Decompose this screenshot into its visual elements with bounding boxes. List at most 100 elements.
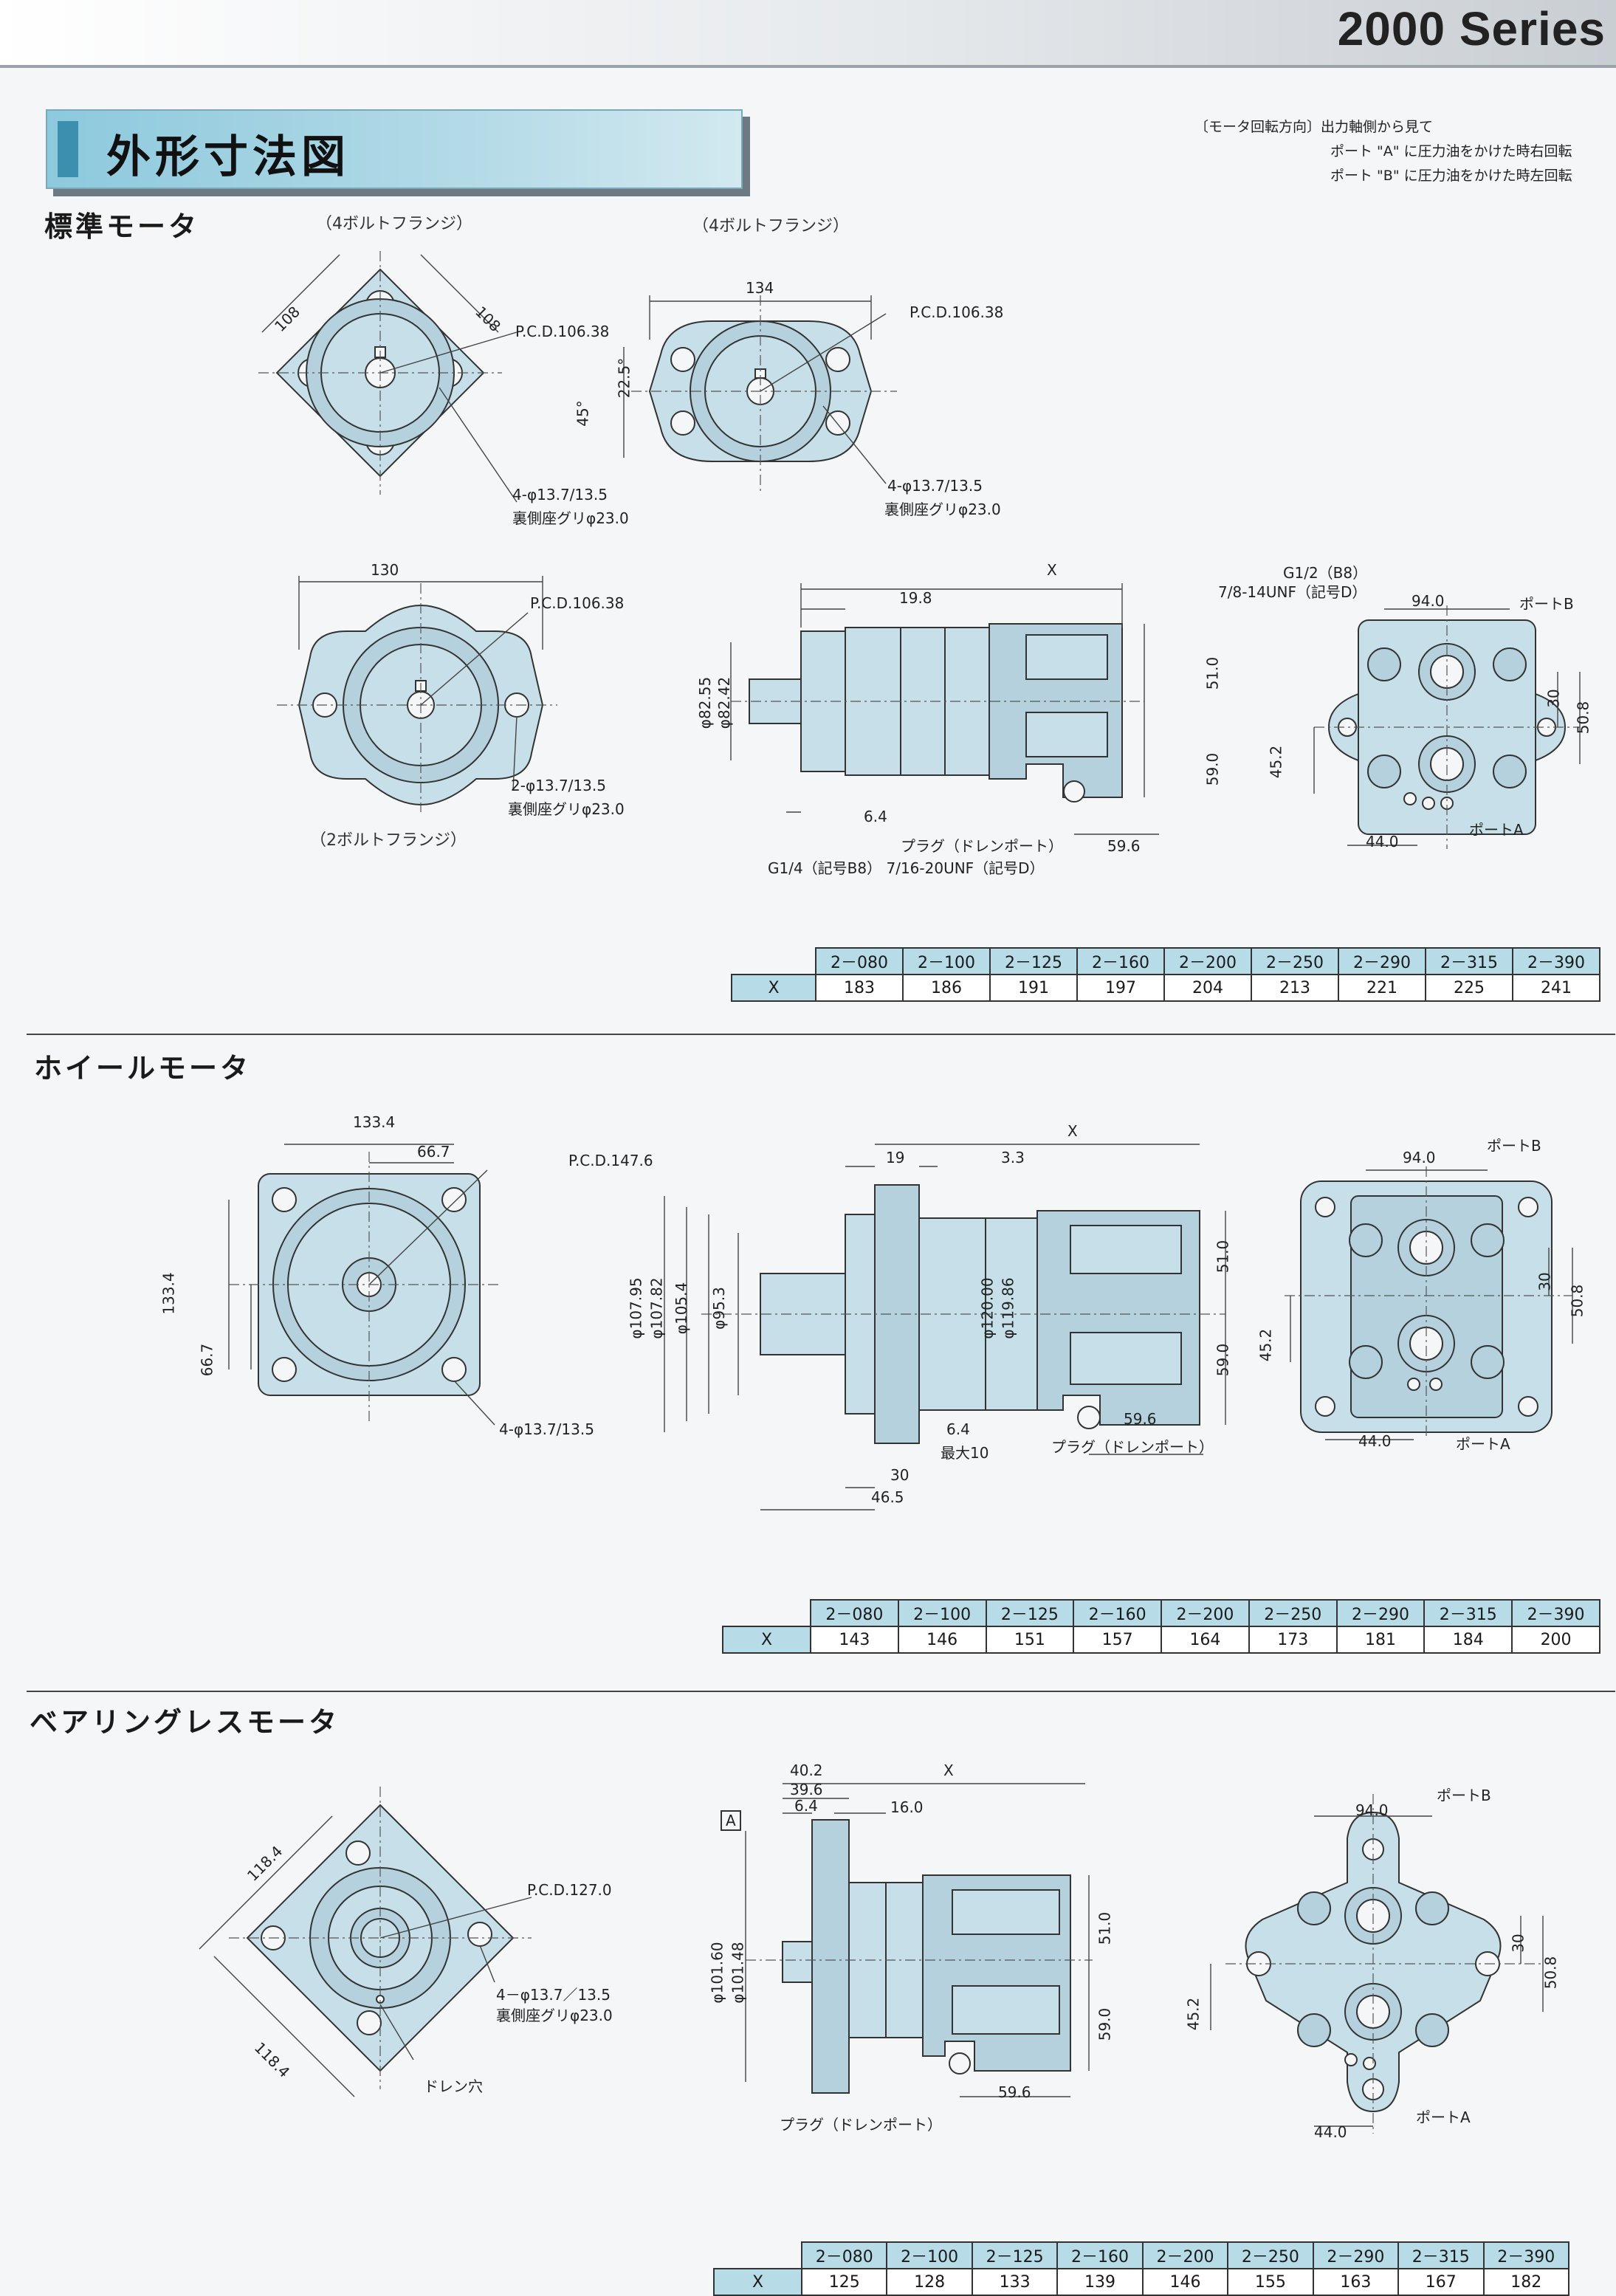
standard-rear-d440: 44.0 [1366, 833, 1399, 850]
x-value-cell: 186 [902, 974, 991, 1002]
x-value-cell: 213 [1251, 974, 1339, 1002]
standard-rear-d940: 94.0 [1412, 592, 1445, 610]
standard-side-d8242: φ82.42 [715, 676, 734, 729]
standard-section-title: 標準モータ [44, 210, 200, 243]
x-value-cell: 167 [1397, 2268, 1485, 2296]
x-value-cell: 163 [1312, 2268, 1400, 2296]
model-cell: 2－100 [886, 2241, 973, 2269]
wheel-front-holes: 4-φ13.7/13.5 [499, 1420, 594, 1438]
standard-dim-134: 134 [746, 279, 774, 297]
wheel-side-d596: 59.6 [1124, 1410, 1157, 1428]
x-value-cell: 173 [1248, 1626, 1338, 1654]
bearingless-front-holes: 4－φ13.7／13.5 [496, 1986, 611, 2004]
bearingless-rear-d508: 50.8 [1541, 1956, 1560, 1990]
wheel-side-view-drawing [664, 1144, 1226, 1510]
x-label-cell: X [731, 974, 816, 1002]
standard-rear-g12: G1/2（B8） [1283, 564, 1368, 582]
standard-flange2-caption: （2ボルトフランジ） [310, 831, 467, 850]
x-label-cell: X [722, 1626, 811, 1654]
bearingless-section-title: ベアリングレスモータ [30, 1706, 340, 1739]
standard-holes2: 2-φ13.7/13.5 [511, 777, 606, 794]
standard-angle-45: 45° [574, 400, 592, 427]
wheel-side-d19: 19 [886, 1149, 905, 1166]
x-value-cell: 125 [800, 2268, 888, 2296]
model-cell: 2－125 [985, 1599, 1075, 1627]
x-value-cell: 155 [1227, 2268, 1314, 2296]
standard-angle-225: 22.5° [615, 357, 633, 399]
x-value-cell: 146 [1141, 2268, 1229, 2296]
standard-diamond-flange-drawing [258, 251, 518, 503]
wheel-rear-porta: ポートA [1456, 1435, 1510, 1453]
bearingless-side-d590: 59.0 [1096, 2007, 1114, 2041]
x-value-cell: 241 [1512, 974, 1600, 1002]
standard-rear-portb: ポートB [1519, 595, 1574, 613]
bearingless-rear-view-drawing [1210, 1794, 1544, 2134]
x-value-cell: 133 [971, 2268, 1059, 2296]
bearingless-side-d596: 59.6 [998, 2083, 1031, 2101]
x-label-cell: X [713, 2268, 802, 2296]
model-cell: 2－290 [1338, 947, 1426, 975]
x-value-cell: 164 [1161, 1626, 1250, 1654]
wheel-side-d33: 3.3 [1001, 1149, 1025, 1166]
standard-side-d64: 6.4 [864, 808, 887, 825]
x-value-cell: 139 [1056, 2268, 1144, 2296]
model-cell: 2－250 [1251, 947, 1339, 975]
bearingless-side-d64: 6.4 [794, 1797, 818, 1815]
x-value-cell: 146 [897, 1626, 987, 1654]
wheel-front-d1334b: 133.4 [159, 1272, 178, 1315]
bearingless-rear-portb: ポートB [1437, 1787, 1491, 1804]
model-cell: 2－390 [1512, 947, 1600, 975]
rotation-note: 〔モータ回転方向〕出力軸側から見て ポート "A" に圧力油をかけた時右回転 ポ… [1194, 115, 1572, 188]
bearingless-side-d10148: φ101.48 [729, 1942, 747, 2004]
standard-side-d510: 51.0 [1203, 656, 1222, 690]
x-value-cell: 183 [815, 974, 904, 1002]
section-divider-2 [27, 1691, 1615, 1692]
x-value-cell: 225 [1425, 974, 1513, 1002]
model-cell: 2－080 [800, 2241, 888, 2269]
standard-rear-porta: ポートA [1469, 821, 1524, 839]
standard-side-d8255: φ82.55 [696, 676, 715, 729]
bearingless-side-d510: 51.0 [1096, 1911, 1114, 1945]
wheel-rear-d452: 45.2 [1256, 1328, 1275, 1362]
header-band [0, 0, 1616, 68]
wheel-side-d11986: φ119.86 [999, 1277, 1017, 1339]
bearingless-front-pcd: P.C.D.127.0 [527, 1881, 612, 1899]
standard-2bolt-flange-drawing [277, 576, 557, 812]
rotation-note-line1: 〔モータ回転方向〕出力軸側から見て [1194, 119, 1434, 135]
wheel-side-d1054: φ105.4 [673, 1282, 691, 1335]
model-cell: 2－100 [902, 947, 991, 975]
wheel-side-d590: 59.0 [1214, 1343, 1232, 1377]
bearingless-side-d10160: φ101.60 [708, 1942, 726, 2004]
bearingless-rear-d30: 30 [1509, 1934, 1527, 1953]
wheel-side-max10: 最大10 [941, 1444, 989, 1462]
wheel-side-d1200: φ120.00 [978, 1277, 997, 1339]
bearingless-rear-d440: 44.0 [1314, 2123, 1347, 2141]
wheel-x-table: 2－080 2－100 2－125 2－160 2－200 2－250 2－29… [722, 1599, 1600, 1654]
wheel-rear-d940: 94.0 [1403, 1149, 1436, 1166]
wheel-front-d1334a: 133.4 [353, 1113, 396, 1131]
page-title-box: 外形寸法図 [46, 109, 743, 189]
standard-counterbore-c: 裏側座グリφ23.0 [508, 800, 625, 818]
wheel-front-pcd: P.C.D.147.6 [568, 1152, 653, 1169]
model-cell: 2－390 [1482, 2241, 1569, 2269]
wheel-side-d10782: φ107.82 [647, 1277, 666, 1339]
x-value-cell: 184 [1423, 1626, 1513, 1654]
wheel-side-d64: 6.4 [946, 1420, 970, 1438]
standard-counterbore-a: 裏側座グリφ23.0 [512, 509, 629, 527]
model-cell: 2－290 [1312, 2241, 1400, 2269]
bearingless-side-x: X [943, 1761, 954, 1779]
standard-counterbore-b: 裏側座グリφ23.0 [884, 501, 1001, 518]
model-cell: 2－315 [1397, 2241, 1485, 2269]
standard-side-d198: 19.8 [899, 589, 932, 607]
standard-side-x: X [1047, 561, 1057, 579]
model-cell: 2－160 [1073, 1599, 1163, 1627]
x-value-cell: 200 [1511, 1626, 1600, 1654]
series-title: 2000 Series [1337, 2, 1606, 55]
wheel-side-d465: 46.5 [871, 1488, 904, 1506]
standard-side-view-drawing [730, 583, 1159, 835]
standard-flange4-caption-a: （4ボルトフランジ） [316, 215, 472, 233]
model-cell: 2－080 [815, 947, 904, 975]
x-value-cell: 143 [810, 1626, 899, 1654]
x-value-cell: 204 [1163, 974, 1252, 1002]
model-cell: 2－125 [971, 2241, 1059, 2269]
